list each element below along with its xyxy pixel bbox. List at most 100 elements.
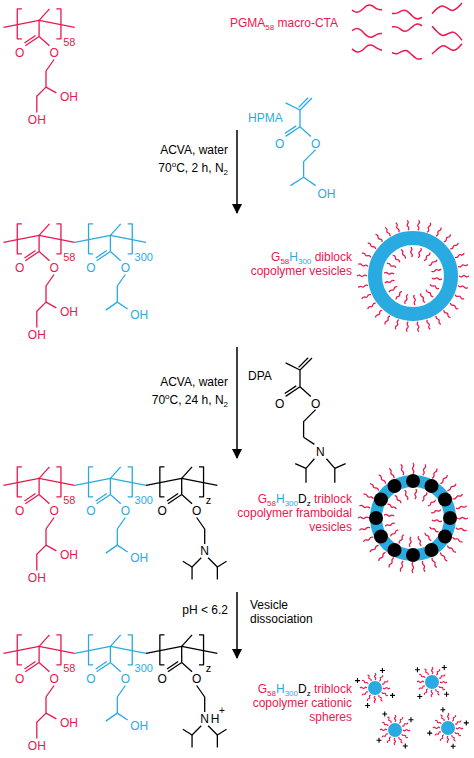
polymer-chain [402, 723, 408, 727]
polymer-chain [455, 253, 464, 257]
text-part: C, 2 h, [176, 161, 215, 175]
text-part: H [211, 712, 220, 726]
atom-label: OH [130, 551, 148, 565]
polymer-chain [432, 520, 442, 522]
pdpa-domain [406, 474, 420, 488]
polymer-chain [405, 294, 408, 304]
polymer-chain [456, 506, 467, 509]
polymer-chain [430, 284, 439, 288]
polymer-chain [352, 45, 382, 52]
cationic-charge [451, 744, 456, 749]
bond-line [286, 127, 300, 137]
atom-label: O [275, 137, 284, 151]
atom-label: O [121, 261, 130, 275]
polymer-chain [418, 220, 420, 230]
polymer-chain [359, 505, 370, 508]
bond-line [46, 60, 54, 88]
polymer-chain [417, 322, 419, 332]
atom-label: O [311, 397, 320, 411]
polymer-chain [415, 489, 417, 499]
atom-label: OH [60, 90, 78, 104]
polymer-chain [389, 468, 394, 478]
bond-line [167, 662, 178, 669]
text-part: HPMA [248, 111, 283, 125]
bond-line [97, 663, 111, 672]
bond-line [110, 646, 111, 662]
text-part: DPA [248, 369, 272, 383]
stage-label: G58H300 diblock copolymer vesicles [237, 250, 352, 278]
bond-line [96, 662, 107, 669]
text-part: OH [60, 305, 78, 319]
bond-line [110, 224, 120, 236]
bond-line [191, 735, 192, 748]
bond-line [197, 518, 205, 544]
polymer-chain [458, 286, 468, 289]
bond-line [183, 558, 201, 567]
text-part: z [206, 494, 212, 506]
polymer-chain [431, 510, 441, 513]
polymer-chain [395, 320, 398, 330]
polymer-chain [425, 533, 431, 541]
vesicle-corona [357, 220, 469, 331]
polymer-chain [391, 530, 399, 536]
polymer-chain [385, 523, 395, 526]
polymer-chain [414, 295, 416, 305]
bond-line [24, 494, 35, 501]
polymer-chain [370, 545, 379, 552]
atom-label: OH [28, 328, 46, 342]
polymer-chain [358, 264, 368, 267]
bond-line [89, 635, 94, 665]
bond-line [56, 224, 61, 254]
bond-line [110, 467, 120, 479]
stage-label: G58H300Dz triblock copolymer framboidal … [237, 492, 352, 534]
bond-line [96, 251, 107, 258]
atom-label: OH [130, 719, 148, 733]
polymer-chain [436, 316, 441, 325]
atom-label: OH [28, 739, 46, 753]
bond-line [106, 302, 118, 310]
bond-line [110, 635, 120, 647]
polymer-chain [433, 727, 440, 728]
polymer-chain [422, 492, 427, 501]
text-part: Vesicle dissociation [250, 598, 313, 626]
polymer-chain [392, 10, 422, 19]
bond-line [160, 467, 165, 497]
bond-line [46, 302, 56, 308]
reaction-arrow [236, 130, 238, 213]
text-part: 0 [158, 393, 165, 407]
text-part: O [86, 261, 95, 275]
polymer-chain [427, 320, 430, 330]
bond-line [25, 37, 39, 46]
text-part: O [15, 46, 24, 60]
text-part: D [298, 492, 307, 506]
cationic-charge [380, 668, 385, 673]
stage-label: PGMA58 macro-CTA [200, 16, 338, 30]
bond-line [39, 252, 49, 261]
polymer-chain [426, 290, 433, 297]
polymer-chain [419, 674, 425, 678]
bond-line [217, 567, 218, 580]
cationic-charge [390, 693, 395, 698]
atom-label: O [157, 504, 166, 518]
text-part: OH [28, 571, 46, 585]
text-part: O [49, 46, 58, 60]
bond-line [117, 686, 125, 714]
polymer-chain [418, 536, 421, 546]
bond-line [128, 467, 133, 497]
polymer-chain [447, 545, 456, 552]
text-part: G [258, 682, 267, 696]
text-part: G [258, 492, 267, 506]
bond-line [182, 635, 192, 647]
atom-label: O [15, 504, 24, 518]
polymer-chain [392, 24, 422, 31]
text-part: O [192, 672, 201, 686]
monomer-name: HPMA [248, 111, 283, 125]
vesicle-illustration [375, 238, 451, 314]
bond-line [89, 224, 94, 254]
bond-line [286, 387, 300, 397]
bond-line [39, 495, 49, 504]
bond-line [286, 363, 300, 370]
text-part: O [157, 672, 166, 686]
polymer-chain [382, 722, 388, 726]
reaction-condition: ACVA, water [160, 375, 228, 389]
